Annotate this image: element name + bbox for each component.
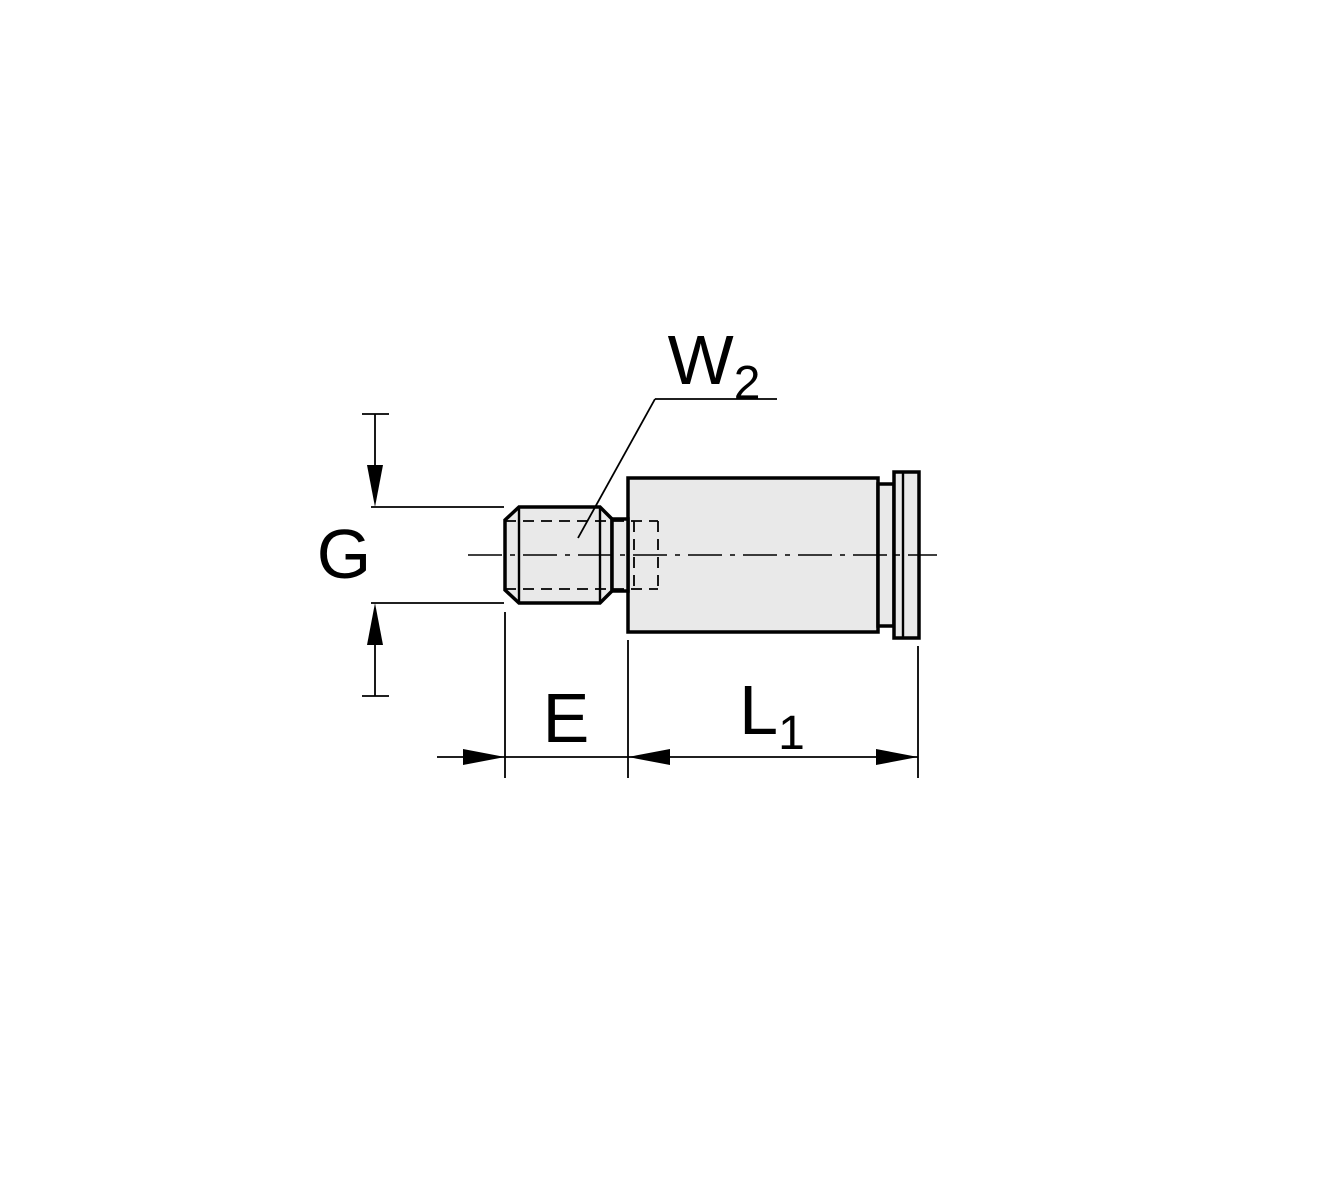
w2-leader-line <box>577 398 656 539</box>
dimension-g: G <box>317 413 504 697</box>
l1-arrowhead-left <box>628 749 670 765</box>
w2-label-subscript: 2 <box>734 357 761 410</box>
hidden-thread-lines <box>505 520 659 590</box>
w2-label: W2 <box>668 321 761 410</box>
callout-w2: W2 <box>577 321 777 539</box>
g-arrowhead-down <box>367 465 383 507</box>
g-arrowhead-up <box>367 603 383 645</box>
part-view <box>468 470 937 640</box>
e-arrowhead-right <box>463 749 505 765</box>
l1-label: L1 <box>739 671 805 760</box>
l1-label-base: L <box>739 671 778 749</box>
w2-label-base: W <box>668 321 734 399</box>
l1-arrowhead-right <box>876 749 918 765</box>
e-label: E <box>543 679 590 757</box>
l1-label-subscript: 1 <box>778 707 805 760</box>
dimension-e-l1: E L1 <box>437 612 919 778</box>
g-label: G <box>317 515 371 593</box>
